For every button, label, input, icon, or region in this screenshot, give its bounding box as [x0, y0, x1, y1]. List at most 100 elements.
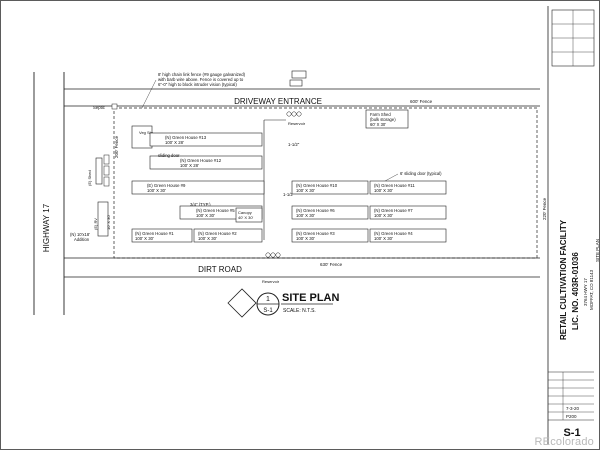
addition-label-1: (N) 10'x18'	[70, 232, 90, 237]
canopy	[235, 207, 263, 223]
callout-sheet: S-1	[263, 308, 273, 314]
greenhouse-6	[291, 205, 369, 220]
title-block: RETAIL CULTIVATION FACILITY LIC. NO. 403…	[547, 6, 600, 444]
rv-size: 10' X 30'	[106, 214, 111, 230]
farm-shed-name: Farm Shed	[370, 112, 391, 117]
shed-building	[95, 157, 103, 185]
highway-label: HIGHWAY 17	[42, 203, 51, 252]
greenhouse-2-name: (N) Green House #2	[198, 231, 237, 236]
greenhouse-3-size: 100' X 30'	[296, 236, 315, 241]
farm-shed-use: (bulk storage)	[370, 117, 396, 122]
greenhouse-3	[291, 228, 369, 243]
greenhouse-6-size: 100' X 30'	[296, 213, 315, 218]
site-plan-callout: 1 S-1 SITE PLAN SCALE: N.T.S.	[227, 288, 340, 318]
fence-bottom-label: 630' Fence	[320, 262, 343, 267]
rv-name: (E) RV	[93, 218, 98, 230]
greenhouse-4-size: 100' X 30'	[374, 236, 393, 241]
fence-note-line-3: 6"-0" high to block intruder vision (typ…	[158, 82, 237, 87]
greenhouse-5-size: 100' X 30'	[196, 213, 215, 218]
greenhouse-10-name: (N) Green House #10	[296, 183, 338, 188]
veg-station-label: Veg Sta.	[139, 130, 154, 135]
reservoir-tank-3	[296, 111, 302, 117]
reservoir-top-label: Reservoir	[288, 121, 306, 126]
fence-note-leader	[141, 79, 157, 109]
shed-label: (E) Shed	[87, 170, 92, 186]
greenhouse-11-size: 100' X 30'	[374, 188, 393, 193]
sheet-name: SITE PLAN	[595, 239, 600, 262]
job-number: P200	[566, 414, 577, 419]
greenhouse-4	[369, 228, 447, 243]
pipe-size-2: 1-1/2"	[283, 192, 295, 197]
sliding-door-leader	[384, 173, 399, 182]
greenhouse-9-name: (E) Green House #9	[147, 183, 186, 188]
sliding-door-label: sliding door	[158, 153, 180, 158]
canopy-size: 40' X 30'	[238, 215, 254, 220]
license-number: LIC. NO. 403R-01036	[571, 252, 580, 330]
farm-shed-size: 60' X 30'	[370, 122, 386, 127]
fence-note-line-2: with barb wire above. Fence is covered u…	[158, 77, 244, 82]
reservoir-bottom-label: Reservoir	[262, 279, 280, 284]
greenhouse-13-size: 100' X 28'	[165, 140, 184, 145]
greenhouse-4-name: (N) Green House #4	[374, 231, 413, 236]
greenhouse-3-name: (N) Green House #3	[296, 231, 335, 236]
greenhouse-9-size: 100' X 30'	[147, 188, 166, 193]
pipe-size-1: 1-1/2"	[288, 142, 300, 147]
greenhouse-row-top: (N) Green House #13 100' X 28' (N) Green…	[149, 132, 263, 170]
greenhouse-7-name: (N) Green House #7	[374, 208, 413, 213]
container-1	[103, 154, 110, 165]
reservoir-bottom-tank-3	[275, 252, 281, 258]
reservoir-bottom-tank-2	[270, 252, 276, 258]
callout-scale: SCALE: N.T.S.	[283, 308, 316, 314]
septic-label: Septic	[93, 105, 106, 110]
greenhouse-13	[149, 132, 263, 147]
reservoir-tank-1	[286, 111, 292, 117]
rv-building	[97, 201, 109, 237]
greenhouse-row-c: (N) Green House #1 100' X 30' (N) Green …	[131, 228, 447, 243]
greenhouse-row-b: (N) Green House #5 100' X 30' (N) Green …	[179, 205, 447, 220]
fence-left-label: 200' Fence	[114, 135, 119, 158]
greenhouse-7-size: 100' X 30'	[374, 213, 393, 218]
address-line-2: MOFFAT, CO 81143	[589, 269, 594, 310]
greenhouse-1-name: (N) Green House #1	[135, 231, 174, 236]
driveway-entrance-label: DRIVEWAY ENTRANCE	[234, 97, 322, 106]
farm-shed	[365, 109, 409, 129]
fence-top-label: 600' Fence	[410, 99, 433, 104]
greenhouse-5-name: (N) Green House #5	[196, 208, 235, 213]
address-line-1: 3764 HWY 17	[583, 278, 588, 306]
greenhouse-10	[291, 180, 369, 195]
greenhouse-2	[193, 228, 263, 243]
greenhouse-9	[131, 180, 265, 195]
greenhouse-6-name: (N) Green House #6	[296, 208, 335, 213]
top-equipment-box-2	[289, 79, 303, 87]
reservoir-bottom-tank-1	[265, 252, 271, 258]
container-3	[103, 176, 110, 187]
project-name: RETAIL CULTIVATION FACILITY	[559, 219, 568, 340]
greenhouse-11	[369, 180, 447, 195]
greenhouse-12-name: (N) Green House #12	[180, 158, 222, 163]
property-fence	[113, 107, 538, 259]
greenhouse-2-size: 100' X 30'	[198, 236, 217, 241]
callout-title: SITE PLAN	[282, 292, 340, 304]
pipe-size-typ: 3/4" (TYP.)	[190, 202, 211, 207]
callout-number: 1	[266, 296, 270, 303]
canopy-name: Canopy	[238, 210, 252, 215]
watermark: REcolorado	[534, 436, 594, 448]
greenhouse-13-name: (N) Green House #13	[165, 135, 207, 140]
sheet-date: 7-3-20	[566, 406, 580, 411]
reservoir-tank-2	[291, 111, 297, 117]
container-2	[103, 165, 110, 176]
dirt-road-label: DIRT ROAD	[198, 265, 242, 274]
greenhouse-11-name: (N) Green House #11	[374, 183, 415, 188]
greenhouse-7	[369, 205, 447, 220]
sheet-number: S-1	[563, 427, 580, 439]
greenhouse-1	[131, 228, 193, 243]
fence-right-label: 220' Fence	[542, 197, 547, 220]
top-equipment-box	[291, 70, 307, 79]
greenhouse-1-size: 100' X 30'	[135, 236, 154, 241]
sliding-door-typical-label: 6' sliding door (typical)	[400, 171, 442, 176]
greenhouse-row-a: (E) Green House #9 100' X 30' (N) Green …	[131, 180, 447, 195]
greenhouse-12	[149, 155, 263, 170]
